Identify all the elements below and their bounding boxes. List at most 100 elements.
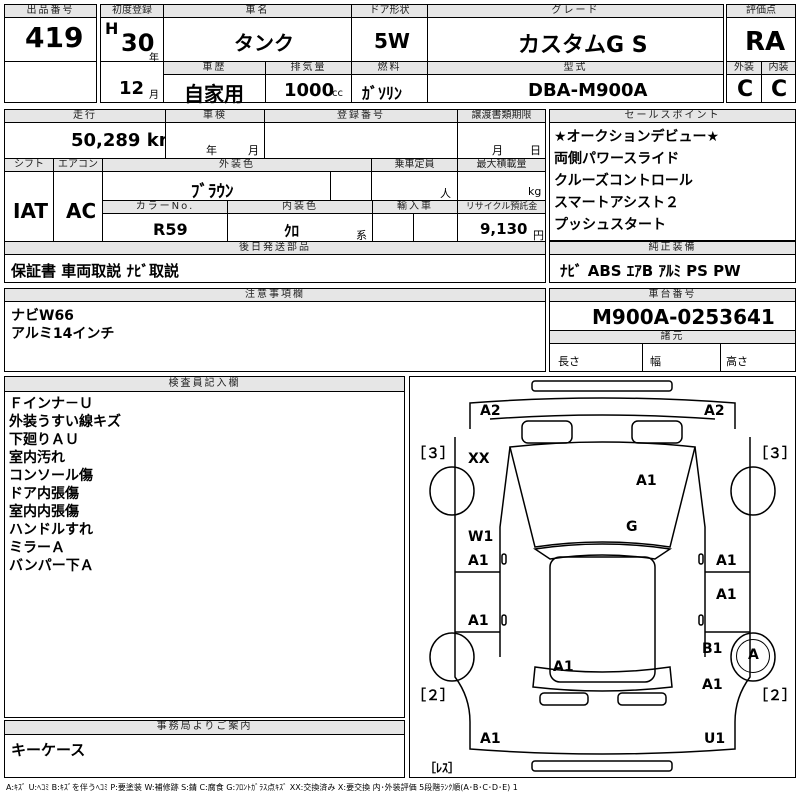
era-letter: H <box>105 19 119 38</box>
ext-grade-header: 外装 <box>726 61 762 75</box>
damage-mark: XX <box>468 451 490 467</box>
displacement-unit: cc <box>332 88 343 99</box>
year-unit: 年 <box>149 53 159 64</box>
front-light-left <box>521 420 573 444</box>
lot-extra-box <box>4 61 97 103</box>
capacity-unit: 人 <box>440 187 451 200</box>
roof <box>549 556 656 683</box>
left-body <box>454 437 471 723</box>
damage-mark: A1 <box>468 553 489 569</box>
rear-hatch <box>532 666 673 692</box>
sales-points-box: セールスポイント ★オークションデビュー★ 両側パワースライド クルーズコントロ… <box>549 109 796 241</box>
ext-grade: C <box>737 77 754 102</box>
sales-point: クルーズコントロール <box>554 173 693 189</box>
office-note: キーケース <box>11 741 86 759</box>
door-header: ドア形状 <box>351 4 428 18</box>
import-header: 輸入車 <box>372 200 458 214</box>
damage-mark: A1 <box>468 613 489 629</box>
damage-mark: A1 <box>553 659 574 675</box>
inspector-note: Ｆインナ－Ｕ <box>9 396 93 412</box>
inspector-header: 検査員記入欄 <box>4 376 405 392</box>
shift-box: シフト IAT <box>4 158 54 242</box>
door-type: 5W <box>374 29 410 53</box>
left-inner <box>499 446 511 657</box>
car-diagram-box: ［３］ ［３］ ［２］ ［２］ ［ﾚｽ］ A2 A2 XX A1 G W1 A1… <box>409 376 796 778</box>
capacity-box: 乗車定員 人 <box>371 158 458 201</box>
inspection-month-unit: 月 <box>248 144 259 157</box>
tire-front-right <box>730 466 776 516</box>
inspection-year-unit: 年 <box>206 144 217 157</box>
genuine-equip-header: 純正装備 <box>549 241 796 255</box>
inspector-box: 検査員記入欄 Ｆインナ－Ｕ 外装うすい線キズ 下廻りＡＵ 室内汚れ コンソール傷… <box>4 376 405 718</box>
fuel-box: 燃料 ｶﾞｿﾘﾝ <box>351 61 428 103</box>
int-grade-box: 内装 C <box>761 61 796 103</box>
lot-number-box: 出品番号 419 <box>4 4 97 62</box>
chassis-number: M900A-0253641 <box>592 305 775 329</box>
int-color: ｸﾛ <box>284 222 300 240</box>
damage-mark: A1 <box>702 677 723 693</box>
first-reg-year: 30 <box>121 29 155 57</box>
tire-front-right-label: ［３］ <box>754 446 796 462</box>
genuine-equip: ﾅﾋﾞ ABS ｴｱB ｱﾙﾐ PS PW <box>560 262 741 280</box>
tire-rear-left <box>429 632 475 682</box>
specs-header: 諸元 <box>549 330 796 344</box>
history-header: 車歴 <box>163 61 266 75</box>
inspector-note: 下廻りＡＵ <box>9 432 79 448</box>
sales-point: ★オークションデビュー★ <box>554 129 720 145</box>
shift: IAT <box>13 199 49 223</box>
damage-mark: A <box>748 647 759 663</box>
color-no: R59 <box>153 220 188 239</box>
office-header: 事務局よりご案内 <box>4 720 405 735</box>
ext-color-header: 外装色 <box>102 158 372 172</box>
aircon: AC <box>66 199 97 223</box>
inspector-note: 室内内張傷 <box>9 504 79 520</box>
history: 自家用 <box>184 82 244 106</box>
damage-mark: U1 <box>704 731 726 747</box>
lot-number: 419 <box>25 21 84 54</box>
score-header: 評価点 <box>726 4 796 18</box>
recycle-amount: 9,130 <box>480 220 528 238</box>
note-line: ナビW66 <box>11 308 74 324</box>
car-name-box: 車名 タンク <box>163 4 352 62</box>
car-name-header: 車名 <box>163 4 352 18</box>
spec-height: 高さ <box>726 355 748 368</box>
note-line: アルミ14インチ <box>11 326 115 342</box>
recycle-box: リサイクル預託金 9,130 円 <box>457 200 546 242</box>
right-handle2 <box>698 614 704 626</box>
spec-width: 幅 <box>650 355 661 368</box>
int-color-header: 内装色 <box>227 200 373 214</box>
specs-box: 諸元 長さ 幅 高さ <box>549 330 796 372</box>
first-reg-header: 初度登録 <box>100 4 164 18</box>
left-handle2 <box>501 614 507 626</box>
grade: カスタムG S <box>518 33 648 58</box>
import-divider <box>413 214 414 242</box>
reg-no-header: 登録番号 <box>264 109 458 123</box>
notes-header: 注意事項欄 <box>4 288 546 302</box>
left-handle <box>501 553 507 565</box>
car-name: タンク <box>234 31 294 55</box>
inspector-note: 室内汚れ <box>9 450 65 466</box>
tire-rear-right <box>730 632 776 682</box>
inspector-note: ミラーＡ <box>9 540 65 556</box>
model-code: DBA-M900A <box>528 80 648 101</box>
model-code-header: 型式 <box>427 61 724 75</box>
sales-points-list: ★オークションデビュー★ 両側パワースライド クルーズコントロール スマートアシ… <box>554 126 719 236</box>
month-unit: 月 <box>149 90 159 101</box>
max-load-header: 最大積載量 <box>457 158 546 172</box>
rear-light-right <box>617 692 667 706</box>
wheel-mark-circle <box>736 639 770 673</box>
mileage-box: 走行 50,289 km <box>4 109 177 159</box>
transfer-month-unit: 月 <box>492 144 503 157</box>
chassis-box: 車台番号 M900A-0253641 <box>549 288 796 331</box>
spec-divider <box>720 344 721 372</box>
max-load-box: 最大積載量 kg <box>457 158 546 201</box>
front-light-right <box>631 420 683 444</box>
hood <box>509 441 696 548</box>
displacement-header: 排気量 <box>265 61 352 75</box>
damage-mark: A2 <box>704 403 725 419</box>
fuel: ｶﾞｿﾘﾝ <box>362 84 403 103</box>
mileage-header: 走行 <box>4 109 166 123</box>
ext-color: ﾌﾞﾗｳﾝ <box>191 182 234 202</box>
first-reg-month: 12 <box>119 78 145 99</box>
sales-point: プッシュスタート <box>554 217 666 233</box>
